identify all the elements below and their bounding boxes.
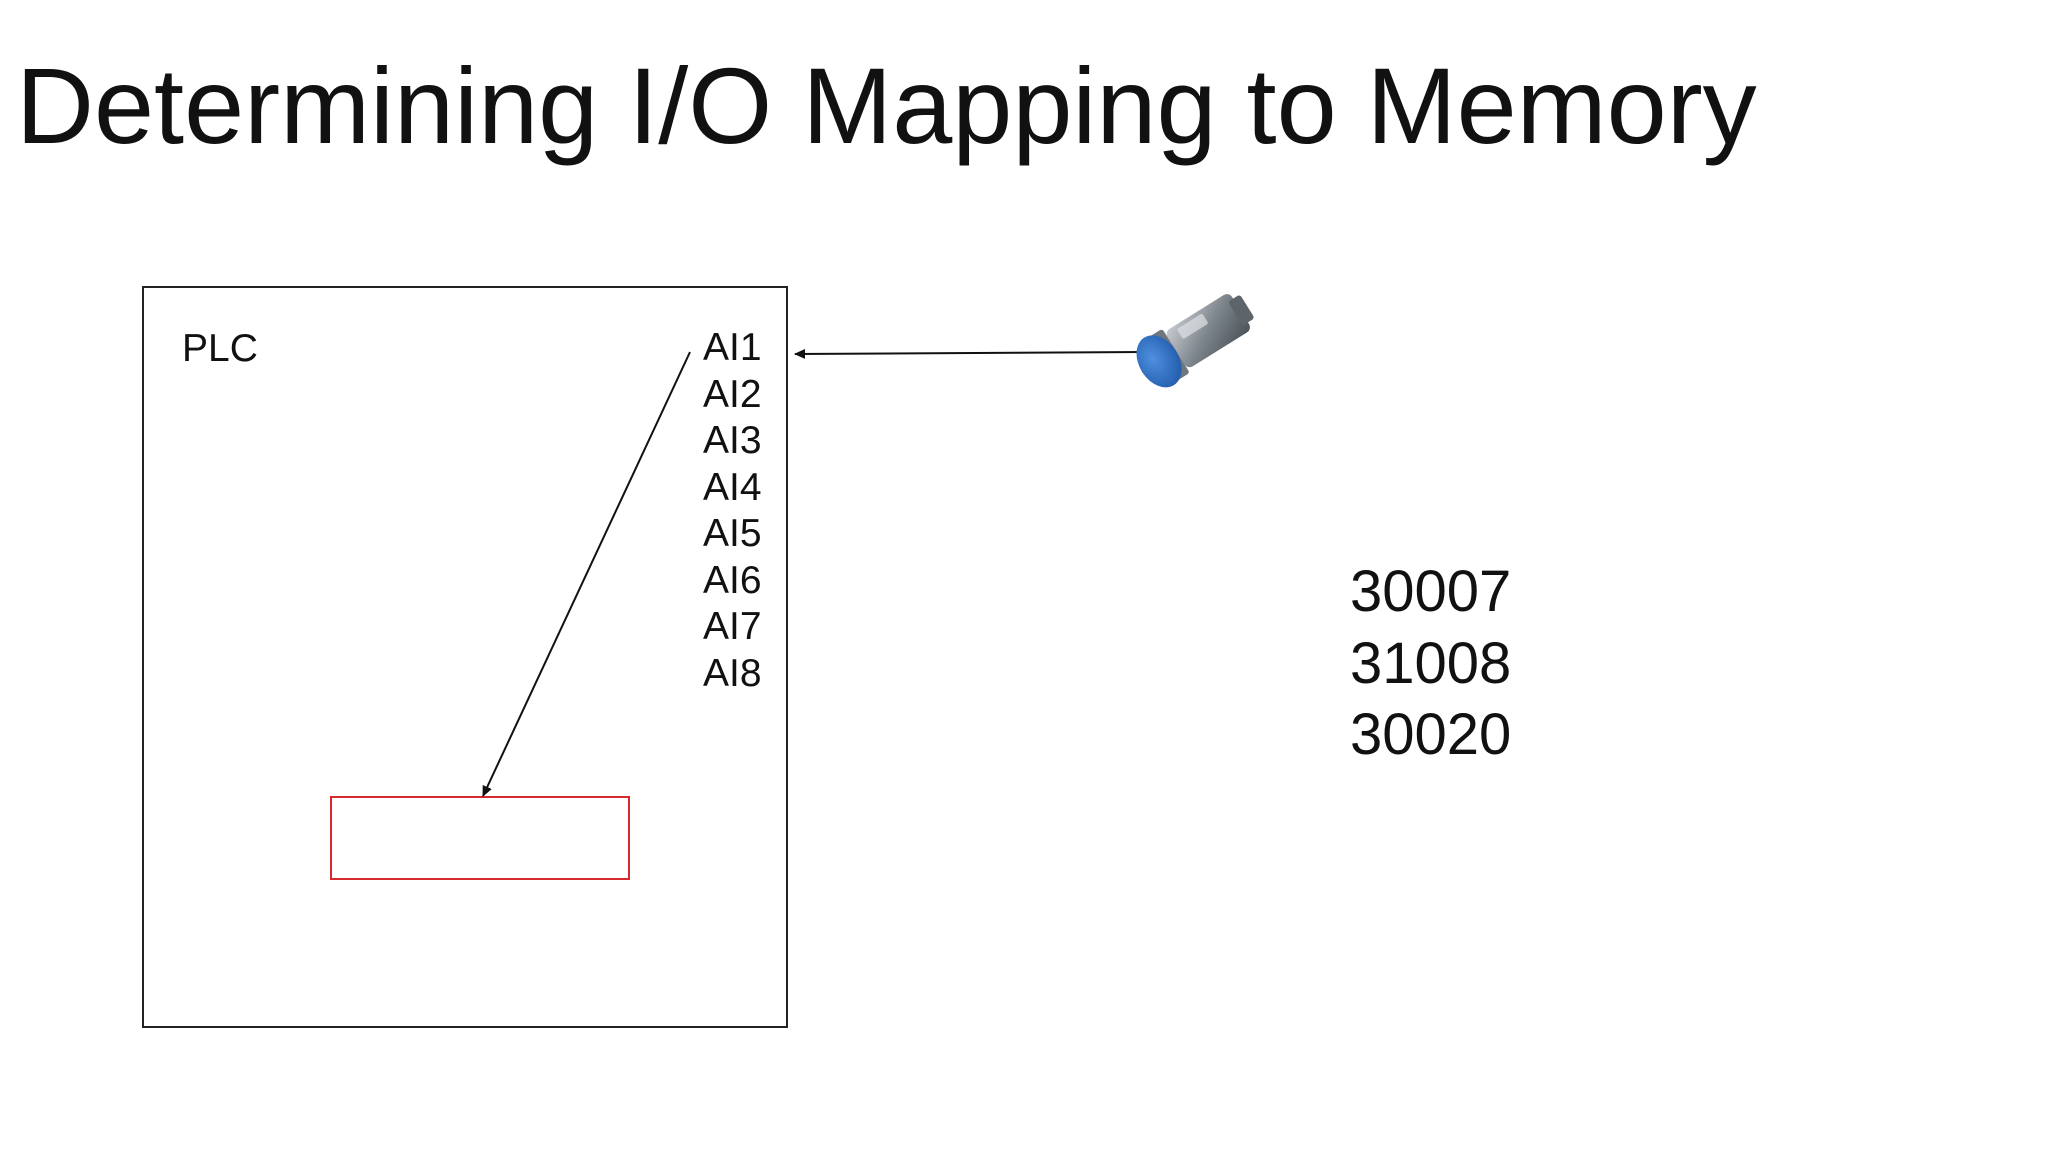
analog-input-3: AI3 bbox=[703, 419, 762, 462]
analog-input-1: AI1 bbox=[703, 326, 762, 369]
address-item-3: 30020 bbox=[1350, 702, 1512, 767]
analog-input-5: AI5 bbox=[703, 512, 762, 555]
memory-slot bbox=[330, 796, 630, 880]
analog-input-8: AI8 bbox=[703, 651, 762, 695]
address-item-2: 31008 bbox=[1350, 630, 1512, 696]
plc-box bbox=[142, 286, 788, 1028]
sensor-to-ai1-arrow bbox=[794, 348, 1151, 359]
analog-input-4: AI4 bbox=[703, 465, 762, 509]
plc-label: PLC bbox=[182, 327, 258, 370]
address-list: 30007 31008 30020 bbox=[1350, 556, 1511, 771]
analog-input-list: AI1 AI2 AI3 AI4 AI5 AI6 AI7 AI8 bbox=[703, 325, 762, 697]
analog-input-6: AI6 bbox=[703, 558, 762, 602]
analog-input-2: AI2 bbox=[703, 372, 762, 416]
slide-title: Determining I/O Mapping to Memory bbox=[16, 45, 1757, 166]
analog-input-7: AI7 bbox=[703, 605, 762, 648]
address-item-1: 30007 bbox=[1350, 559, 1512, 624]
proximity-sensor-icon bbox=[1136, 294, 1254, 388]
